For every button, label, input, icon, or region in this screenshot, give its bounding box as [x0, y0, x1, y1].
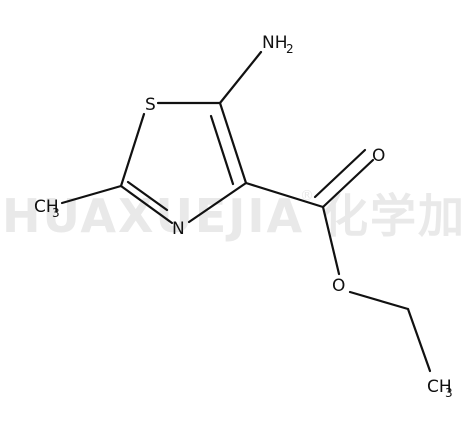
bond-c2-methyl	[60, 184, 123, 205]
bond-o-ch2	[348, 290, 410, 311]
bond-c5-c4	[218, 101, 248, 185]
watermark: HUAXUEJIA ® 化学加	[2, 188, 466, 243]
bonds	[60, 50, 432, 373]
label-amino-group: NH 2	[262, 33, 294, 56]
bond-n-c2	[119, 184, 174, 225]
bond-c4-n	[187, 181, 248, 224]
bond-c4-carbonyl-c	[244, 181, 325, 209]
atom-nitrogen: N	[172, 219, 185, 239]
bond-c5-c4-double	[209, 114, 235, 186]
amino-subscript: 2	[286, 42, 294, 56]
methyl-ethyl-main: CH	[427, 377, 452, 397]
watermark-cjk-text: 化学加	[322, 189, 466, 243]
bond-c5-amine	[218, 50, 263, 105]
atom-labels: S N O O NH 2 CH 3 CH 3	[34, 33, 453, 400]
bond-n-c2-double	[126, 180, 169, 212]
methyl-left-main: CH	[34, 197, 59, 217]
atom-oxygen-ester: O	[332, 276, 345, 296]
atom-sulfur: S	[145, 95, 156, 115]
label-methyl-left: CH 3	[34, 197, 60, 220]
bond-c-o-carbonyl-double	[313, 148, 367, 199]
bond-c-o-carbonyl	[321, 158, 375, 209]
bond-c-o-ester	[321, 205, 341, 276]
bond-ch2-ch3	[406, 307, 432, 373]
atom-oxygen-carbonyl: O	[372, 146, 385, 166]
methyl-ethyl-subscript: 3	[445, 386, 453, 400]
amino-main: NH	[262, 33, 288, 53]
methyl-left-subscript: 3	[52, 206, 60, 220]
label-methyl-ethyl: CH 3	[427, 377, 453, 400]
bond-c2-s	[119, 112, 146, 188]
